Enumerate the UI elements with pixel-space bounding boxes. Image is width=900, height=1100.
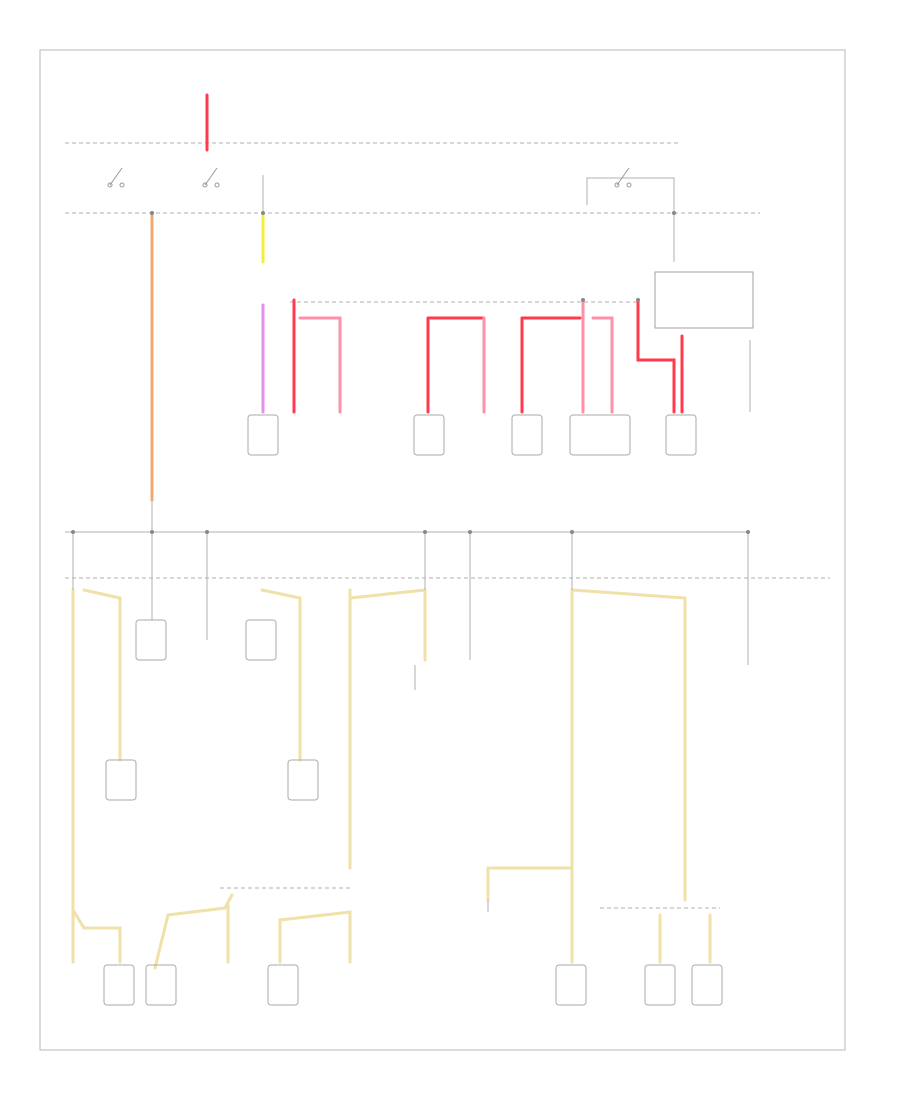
bus-lines bbox=[65, 142, 830, 909]
wires bbox=[71, 93, 712, 970]
thin-wires bbox=[72, 175, 751, 912]
frame bbox=[39, 49, 846, 1051]
fuse-block bbox=[654, 271, 754, 329]
junction-dots bbox=[71, 211, 750, 534]
components bbox=[103, 414, 723, 1006]
ignition-switches bbox=[107, 167, 632, 188]
